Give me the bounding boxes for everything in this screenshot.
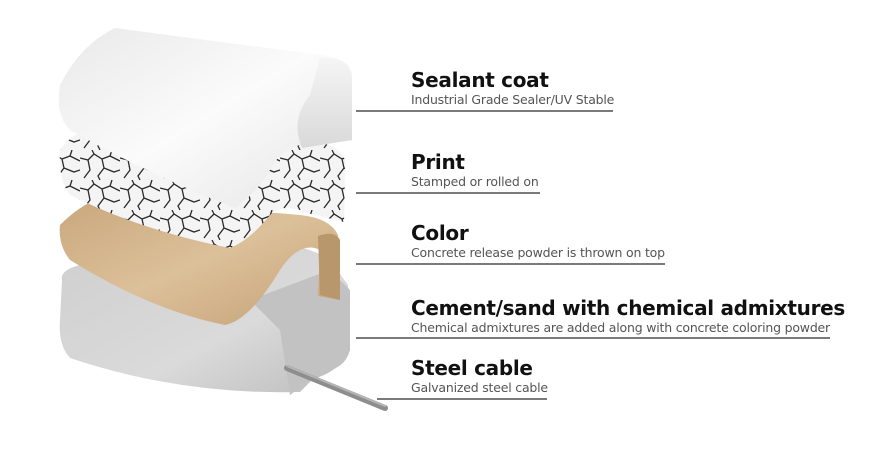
leader-line: [356, 263, 665, 265]
leader-line: [356, 110, 613, 112]
label-title: Print: [411, 150, 465, 174]
label-description: Galvanized steel cable: [411, 380, 548, 395]
label-title: Steel cable: [411, 356, 533, 380]
leader-line: [356, 192, 540, 194]
steel-cable: [284, 365, 388, 411]
label-title: Cement/sand with chemical admixtures: [411, 296, 846, 320]
label-title: Sealant coat: [411, 68, 549, 92]
sealant-layer: [58, 28, 352, 208]
label-description: Chemical admixtures are added along with…: [411, 320, 830, 335]
label-description: Industrial Grade Sealer/UV Stable: [411, 92, 615, 107]
leader-line: [377, 398, 547, 400]
label-description: Concrete release powder is thrown on top: [411, 245, 665, 260]
leader-line: [356, 337, 830, 339]
color-layer: [59, 198, 340, 325]
label-title: Color: [411, 221, 469, 245]
label-description: Stamped or rolled on: [411, 174, 539, 189]
